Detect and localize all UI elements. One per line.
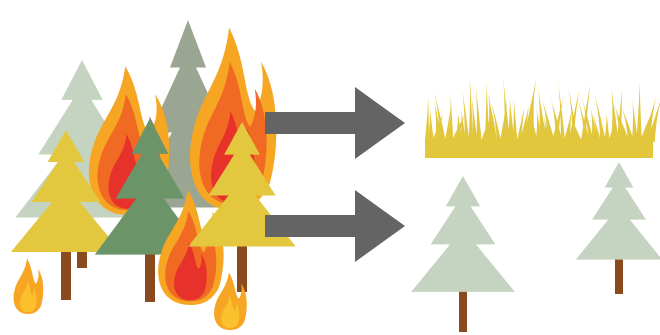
- grass-blade: [512, 99, 517, 142]
- regrowing-trees: [411, 162, 660, 332]
- grass-blade: [476, 86, 482, 142]
- arrow-to-regrowth: [265, 190, 405, 262]
- grass-blades: [425, 78, 660, 142]
- tree-canopy: [411, 176, 515, 292]
- grass-blade: [428, 107, 434, 142]
- grass-blade: [425, 97, 429, 142]
- tree-trunk: [459, 286, 467, 332]
- tree-trunk: [61, 248, 71, 300]
- regrowth-tree-large: [411, 176, 515, 332]
- burning-forest: [11, 20, 296, 330]
- tree-trunk: [615, 254, 623, 294]
- arrow-right-icon: [265, 87, 405, 159]
- grass-base: [425, 140, 653, 158]
- tree-trunk: [145, 250, 155, 302]
- grass-blade: [636, 81, 642, 142]
- grassland: [425, 78, 660, 158]
- arrow-right-icon: [265, 190, 405, 262]
- grass-blade: [604, 113, 610, 142]
- tree-canopy: [576, 162, 660, 260]
- arrow-to-grassland: [265, 87, 405, 159]
- flame-small-left: [14, 258, 44, 314]
- regrowth-tree-small: [576, 162, 660, 294]
